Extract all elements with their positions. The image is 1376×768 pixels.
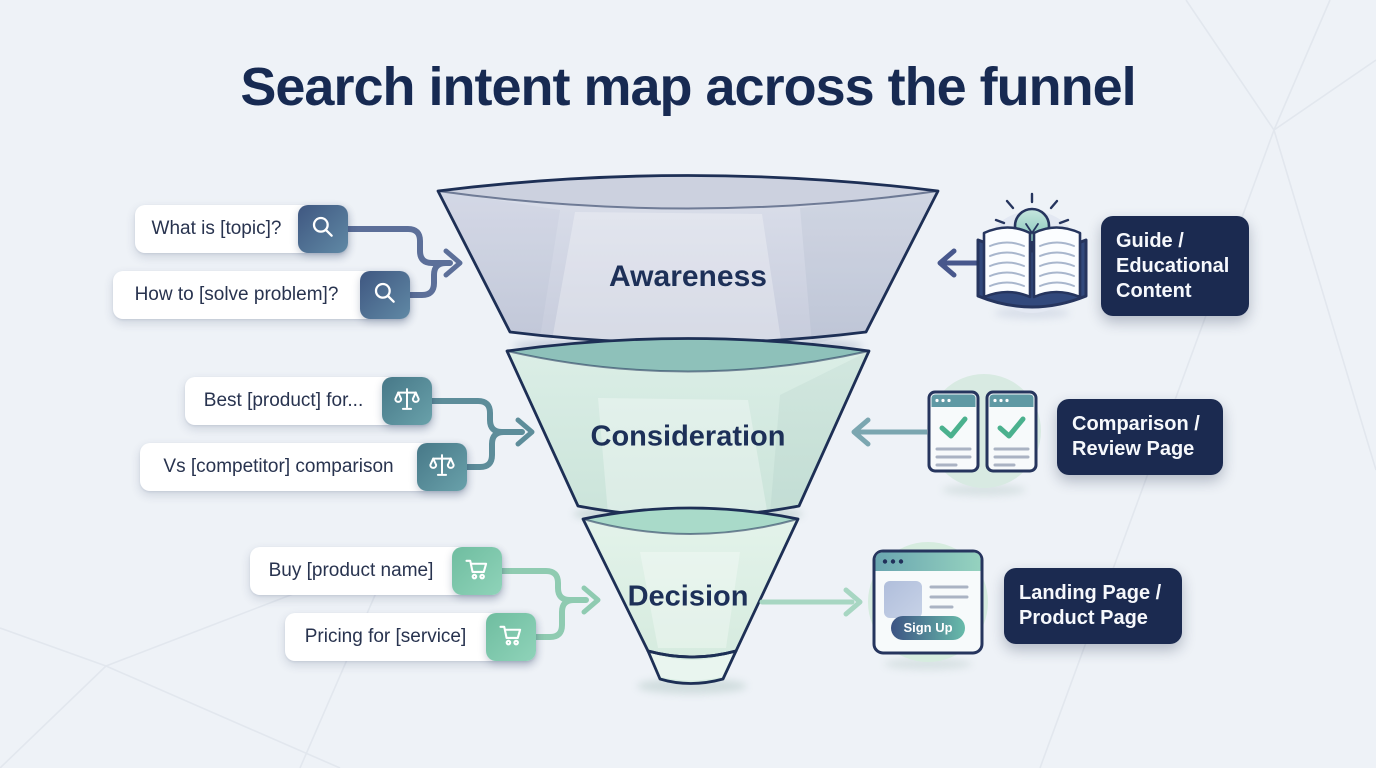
- funnel-stage-label-decision: Decision: [627, 580, 749, 613]
- query-pill-buy-product-name: Buy [product name]: [250, 547, 502, 595]
- query-pill-best-product-for: Best [product] for...: [185, 377, 432, 425]
- query-pill-vs-competitor-comparison: Vs [competitor] comparison: [140, 443, 467, 491]
- landing-page-illustration: [868, 542, 988, 662]
- funnel-stage-label-consideration: Consideration: [590, 420, 786, 453]
- content-box-line: Content: [1116, 279, 1192, 302]
- search-button: [298, 205, 348, 253]
- buy-button: [486, 613, 536, 661]
- decision-content-arrow: [759, 587, 863, 617]
- content-box-line: Landing Page /: [1019, 582, 1162, 604]
- query-text: Buy [product name]: [268, 560, 434, 581]
- browser-window-icon: [872, 549, 984, 655]
- cart-icon: [497, 621, 525, 654]
- funnel-stage-label-awareness: Awareness: [609, 260, 767, 293]
- consideration-content-arrow: [851, 417, 931, 447]
- compare-button: [417, 443, 467, 491]
- comparison-card-icon: [927, 390, 980, 473]
- query-pill-pricing-for-service: Pricing for [service]: [285, 613, 536, 661]
- awareness-content-arrow: [937, 248, 985, 278]
- content-box-line: Educational: [1116, 254, 1230, 277]
- decision-query-connector: [499, 568, 601, 640]
- funnel-stage-decision-shape: [581, 506, 800, 685]
- scales-icon: [428, 451, 456, 484]
- page-title: Search intent map across the funnel: [240, 57, 1136, 117]
- content-box-line: Review Page: [1072, 437, 1195, 460]
- guide-book-illustration: [976, 192, 1088, 313]
- signup-button-label: Sign Up: [903, 620, 953, 635]
- buy-button: [452, 547, 502, 595]
- content-box-line: Comparison /: [1072, 413, 1200, 435]
- content-box-guide: Guide / Educational Content: [1101, 216, 1249, 317]
- query-text: Best [product] for...: [203, 390, 364, 411]
- query-text: Pricing for [service]: [304, 626, 467, 647]
- query-pill-how-to-solve-problem: How to [solve problem]?: [113, 271, 410, 319]
- comparison-pages-illustration: [927, 374, 1041, 488]
- consideration-query-connector: [429, 398, 535, 470]
- signup-button: [891, 616, 965, 640]
- awareness-query-connector: [345, 226, 463, 298]
- content-box-comparison: Comparison / Review Page: [1057, 399, 1223, 475]
- funnel-stage-awareness-shape: [436, 174, 940, 347]
- comparison-card-icon: [985, 390, 1038, 473]
- query-text: Vs [competitor] comparison: [163, 456, 394, 477]
- open-book-icon: [976, 226, 1088, 309]
- cart-icon: [463, 555, 491, 588]
- query-text: How to [solve problem]?: [134, 284, 339, 305]
- search-icon: [372, 280, 398, 311]
- compare-button: [382, 377, 432, 425]
- search-icon: [310, 214, 336, 245]
- content-box-line: Product Page: [1019, 606, 1148, 629]
- search-button: [360, 271, 410, 319]
- content-box-line: Guide /: [1116, 230, 1184, 252]
- query-text: What is [topic]?: [151, 218, 282, 239]
- funnel-stage-consideration-shape: [505, 337, 871, 518]
- content-box-landing: Landing Page / Product Page: [1004, 568, 1182, 644]
- scales-icon: [393, 385, 421, 418]
- query-pill-what-is-topic: What is [topic]?: [135, 205, 348, 253]
